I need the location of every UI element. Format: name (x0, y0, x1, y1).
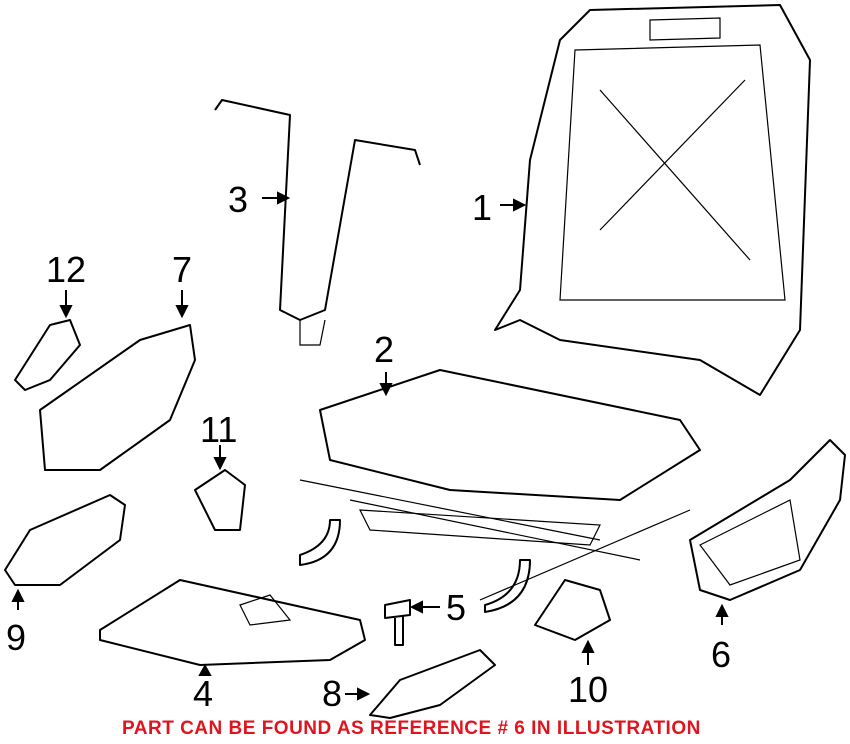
part-3-wire-frame (214, 99, 421, 346)
part-6-side-shield (689, 439, 846, 601)
callout-10: 10 (568, 669, 609, 710)
callout-1: 1 (472, 187, 493, 228)
callout-9: 9 (6, 617, 27, 658)
callout-5: 5 (446, 587, 467, 628)
part-5-bolt (384, 599, 411, 646)
callout-3: 3 (228, 179, 249, 220)
callout-2: 2 (374, 329, 395, 370)
reference-caption: PART CAN BE FOUND AS REFERENCE # 6 IN IL… (122, 718, 701, 739)
callout-11: 11 (200, 409, 238, 450)
leader-arrows (11, 191, 729, 701)
callout-6: 6 (711, 634, 732, 675)
part-8-trim (369, 649, 496, 719)
callout-7: 7 (172, 249, 193, 290)
callout-4: 4 (193, 673, 214, 714)
part-4-lower-cover (99, 579, 366, 666)
part-2-seat-track-frame (299, 369, 701, 613)
callout-8: 8 (322, 673, 343, 714)
part-11-bracket (194, 469, 246, 531)
part-1-seat-back-frame (494, 4, 811, 396)
part-9-trim (4, 494, 126, 586)
callout-12: 12 (46, 249, 87, 290)
part-10-bracket (534, 579, 611, 641)
part-12-knob (14, 319, 81, 391)
part-7-side-cover (39, 324, 196, 471)
